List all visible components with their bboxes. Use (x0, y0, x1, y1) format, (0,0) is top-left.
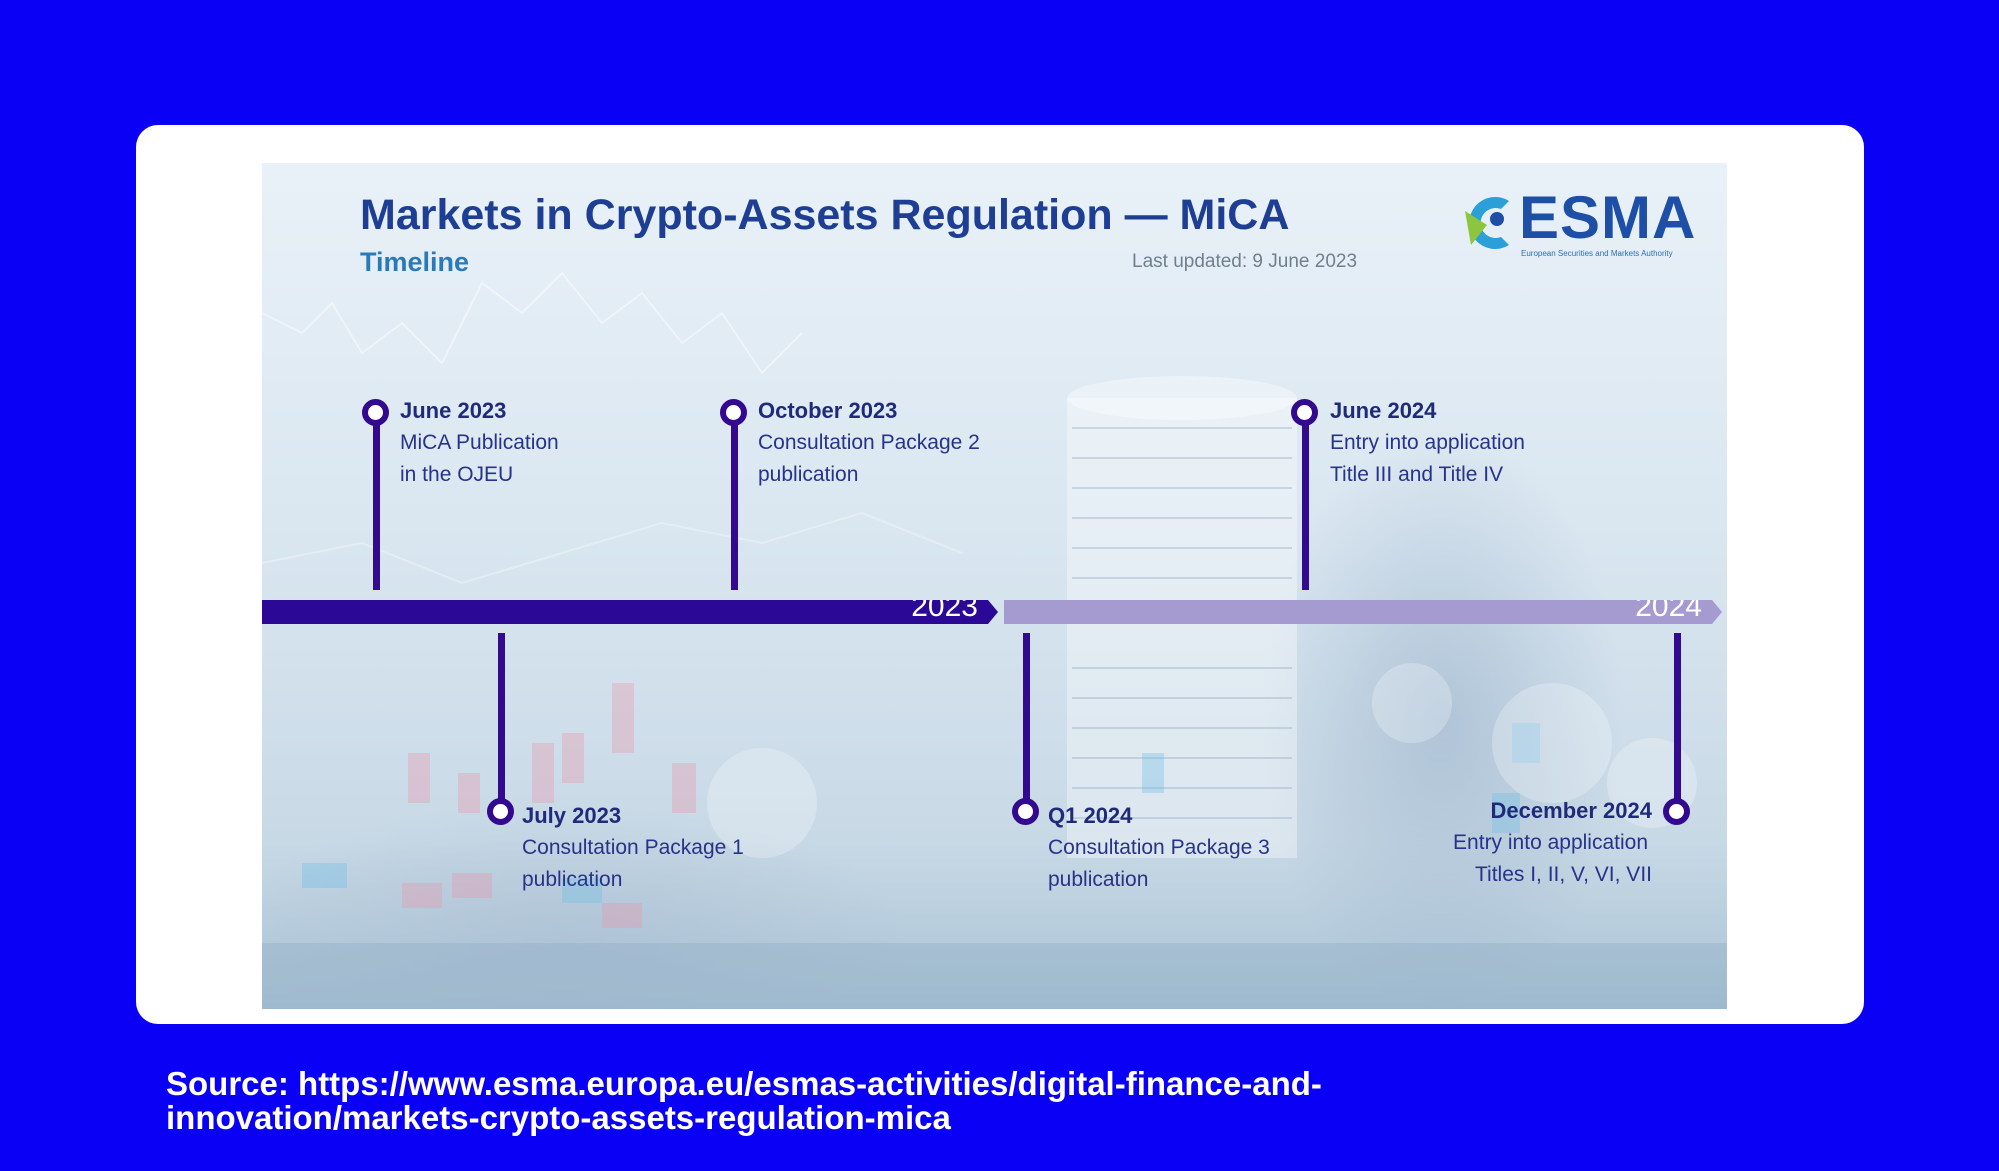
milestone-june-2024: June 2024 Entry into application Title I… (1330, 395, 1525, 491)
milestone-date: Q1 2024 (1048, 803, 1133, 828)
milestone-description: Title III and Title IV (1330, 463, 1504, 486)
esma-logo-tagline: European Securities and Markets Authorit… (1521, 249, 1673, 258)
milestone-pin (487, 798, 514, 825)
milestone-q1-2024: Q1 2024 Consultation Package 3 publicati… (1048, 800, 1270, 896)
milestone-stem (1023, 633, 1030, 808)
source-line: innovation/markets-crypto-assets-regulat… (166, 1099, 951, 1136)
esma-logo-text: ESMA (1519, 184, 1697, 251)
timeline-bar-2023: 2023 (262, 600, 998, 624)
milestone-date: October 2023 (758, 398, 898, 423)
milestone-description: MiCA Publication (400, 431, 559, 454)
slide-subtitle: Timeline (360, 247, 470, 277)
esma-logo-icon (1465, 197, 1509, 249)
milestone-stem (731, 410, 738, 590)
milestone-stem (498, 633, 505, 808)
milestone-description: Consultation Package 3 (1048, 836, 1270, 859)
milestone-date: July 2023 (522, 803, 622, 828)
background-decoration (262, 271, 1727, 1009)
last-updated-text: Last updated: 9 June 2023 (1132, 251, 1358, 272)
mica-timeline-slide: Markets in Crypto-Assets Regulation — Mi… (262, 163, 1727, 1009)
milestone-description: publication (1048, 868, 1149, 891)
source-citation: Source: https://www.esma.europa.eu/esmas… (166, 1067, 1322, 1135)
milestone-pin (1291, 399, 1318, 426)
milestone-date: June 2024 (1330, 398, 1437, 423)
milestone-october-2023: October 2023 Consultation Package 2 publ… (758, 395, 980, 491)
milestone-december-2024: December 2024 Entry into application Tit… (1412, 795, 1652, 891)
milestone-description: Entry into application (1453, 831, 1648, 854)
timeline-bar-2024: 2024 (1004, 600, 1722, 624)
milestone-description: Consultation Package 2 (758, 431, 980, 454)
milestone-june-2023: June 2023 MiCA Publication in the OJEU (400, 395, 559, 491)
milestone-july-2023: July 2023 Consultation Package 1 publica… (522, 800, 744, 896)
source-line: Source: https://www.esma.europa.eu/esmas… (166, 1065, 1322, 1102)
milestone-description: in the OJEU (400, 463, 514, 486)
milestone-description: Consultation Package 1 (522, 836, 744, 859)
milestone-description: Titles I, II, V, VI, VII (1474, 863, 1652, 886)
milestone-pin (720, 399, 747, 426)
milestone-stem (373, 410, 380, 590)
milestone-date: June 2023 (400, 398, 507, 423)
milestone-description: publication (522, 868, 623, 891)
milestone-date: December 2024 (1490, 798, 1652, 823)
slide-title: Markets in Crypto-Assets Regulation — Mi… (360, 191, 1290, 239)
milestone-description: Entry into application (1330, 431, 1525, 454)
milestone-description: publication (758, 463, 859, 486)
milestone-stem (1674, 633, 1681, 808)
milestone-pin (1012, 798, 1039, 825)
esma-logo: ESMA European Securities and Markets Aut… (1457, 184, 1695, 259)
milestone-pin (362, 399, 389, 426)
milestone-stem (1302, 410, 1309, 590)
milestone-pin (1663, 798, 1690, 825)
